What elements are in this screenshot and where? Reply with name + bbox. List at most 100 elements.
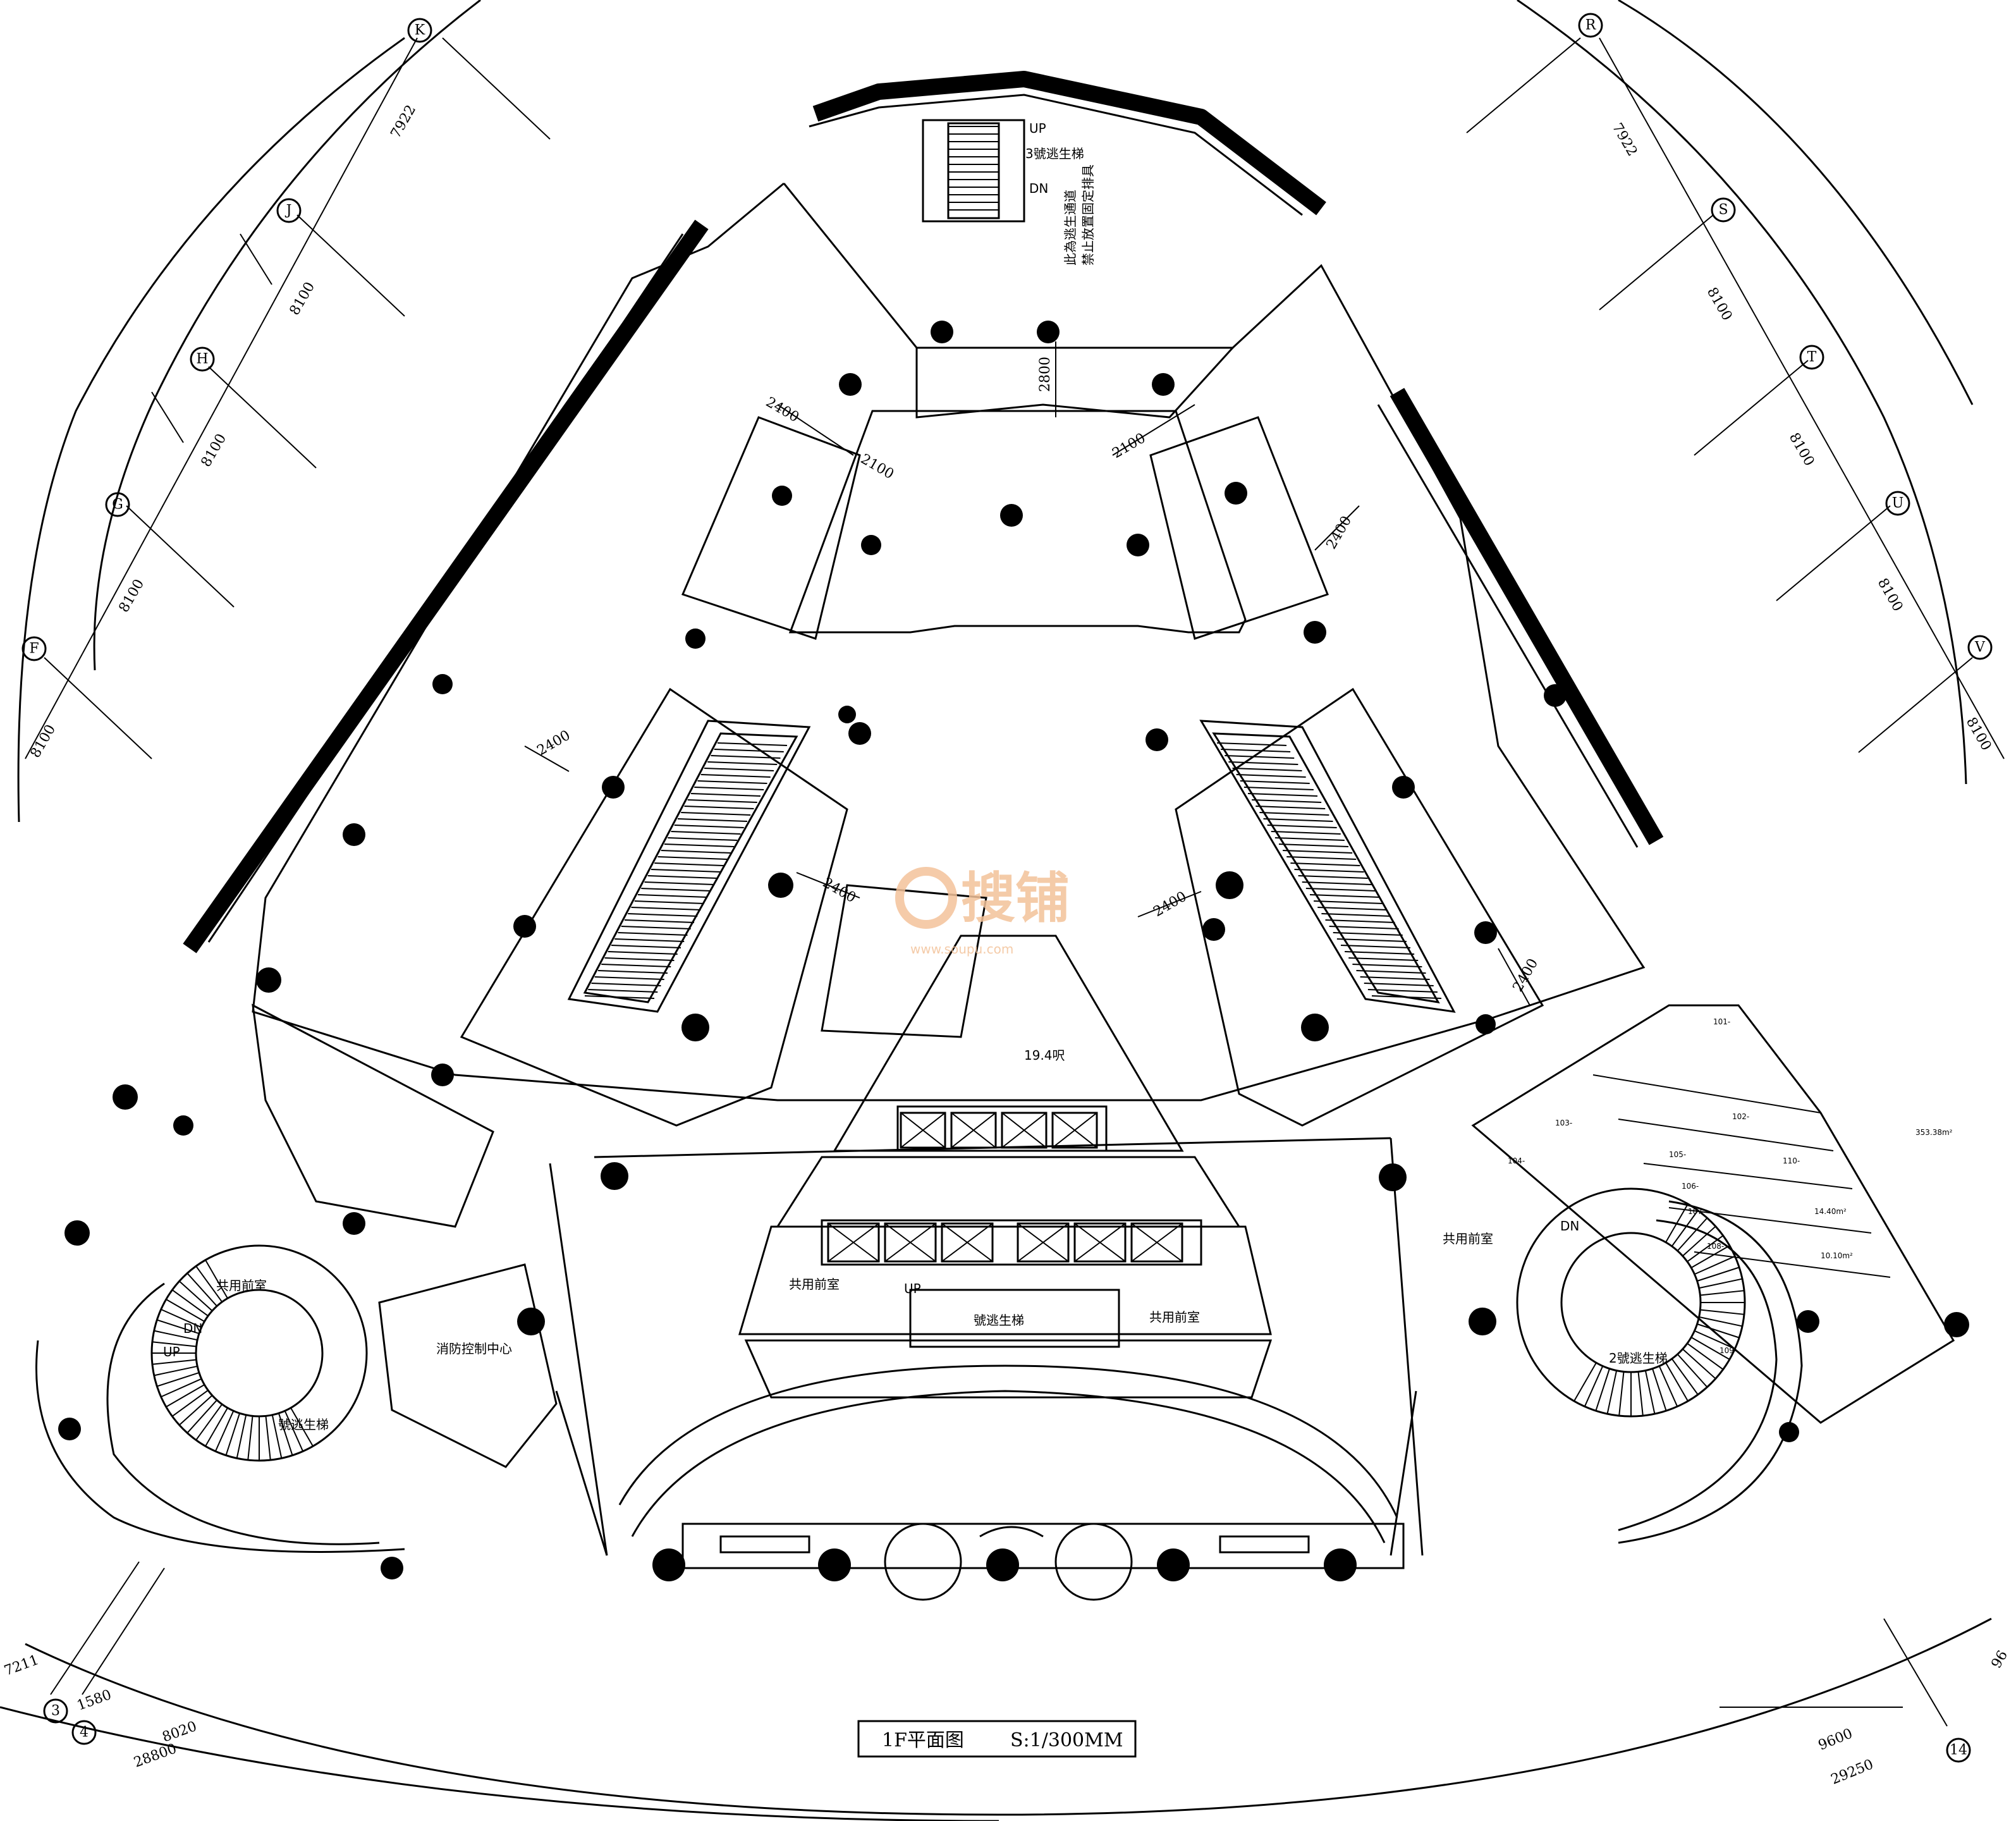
stair-tread	[166, 1299, 205, 1322]
escalator-step	[1271, 831, 1341, 835]
elevator-cell	[1130, 1222, 1183, 1263]
unit-9: 110-	[1783, 1156, 1800, 1165]
column-dot	[343, 823, 365, 846]
stair-tread	[236, 1414, 247, 1459]
axis-labels-left: K J H G F	[21, 18, 432, 661]
axis-labels-right: R S T U V	[1578, 13, 1993, 660]
unit-1: 102-	[1732, 1112, 1749, 1121]
stair-tread	[1699, 1278, 1743, 1289]
stair-tread	[1694, 1255, 1735, 1275]
escalator-step	[1286, 856, 1357, 860]
escalator-step	[1325, 919, 1395, 923]
exterior-walls	[183, 71, 1664, 953]
escalator-step	[664, 843, 735, 847]
escalator-step	[1283, 850, 1353, 854]
escalator-step	[717, 742, 788, 746]
column-dot	[838, 706, 856, 723]
escalator-step	[1259, 812, 1329, 816]
escalator-step	[1314, 900, 1384, 904]
stair3-label: 3號逃生梯	[1025, 146, 1084, 161]
column-dot	[58, 1418, 81, 1440]
escalator-step	[687, 799, 757, 803]
dim-inner-3: 2400	[1324, 513, 1355, 552]
stair-tread	[154, 1365, 198, 1376]
stair-center-up: UP	[904, 1281, 921, 1296]
column-dot	[173, 1115, 193, 1136]
escalator-step	[697, 780, 767, 784]
column-dot	[1127, 534, 1149, 556]
stair-tread	[166, 1384, 205, 1407]
escalator-step	[1298, 875, 1368, 879]
axis-t-label: T	[1807, 350, 1817, 365]
dim-left-4: 8100	[28, 722, 59, 761]
dim-bottom-right-2: 96	[1989, 1648, 2012, 1671]
column-dot	[601, 1162, 628, 1190]
column-dot	[1304, 621, 1326, 644]
column-dot	[432, 674, 453, 694]
escalator-step	[1345, 951, 1415, 955]
stair-tread	[195, 1404, 223, 1441]
escalator-step	[594, 976, 664, 980]
column-dot	[1469, 1308, 1496, 1335]
column-dot	[431, 1064, 454, 1086]
escalator-step	[1267, 825, 1337, 828]
escalator-step	[1317, 907, 1388, 910]
escalator-step	[700, 774, 771, 778]
escalator-step	[1263, 818, 1333, 822]
escalator-step	[707, 761, 778, 765]
stair-tread	[1637, 1371, 1644, 1416]
escalator-step	[1367, 989, 1438, 993]
escalator-step	[588, 989, 658, 993]
stair-tread	[1690, 1245, 1730, 1268]
escalator-step	[1321, 913, 1391, 917]
escalator-step	[601, 964, 671, 967]
stair-tread	[1677, 1354, 1708, 1388]
axis-k-label: K	[415, 23, 425, 39]
escalator-step	[1302, 881, 1372, 885]
notice-line2: 禁止放置固定排具	[1080, 164, 1096, 266]
column-dot	[681, 1014, 709, 1041]
stair-tread	[1644, 1370, 1656, 1414]
stair-tread	[154, 1330, 198, 1341]
escalator-step	[661, 850, 731, 854]
title-block: 1F平面图 S:1/300MM	[857, 1720, 1137, 1758]
elevator-cell	[941, 1222, 994, 1263]
axis-3-label: 3	[51, 1703, 60, 1719]
escalator-step	[591, 983, 661, 986]
column-dot	[772, 486, 792, 506]
unit-2: 103-	[1555, 1119, 1572, 1127]
column-dot	[1797, 1310, 1819, 1333]
unit-labels: 101- 102- 103- 104- 105- 106- 107- 108- …	[1508, 1017, 1953, 1355]
stair-tread	[205, 1407, 228, 1447]
escalator-step	[614, 938, 685, 942]
column-dot	[848, 722, 871, 745]
escalator-step	[1348, 957, 1419, 961]
escalator-step	[1364, 983, 1434, 986]
room-labels: 3號逃生梯 UP DN 此為逃生通道 禁止放置固定排具 19.4呎 共用前室 共…	[163, 121, 1668, 1432]
column-dot	[1324, 1548, 1357, 1581]
atrium-label: 19.4呎	[1024, 1048, 1065, 1063]
stair-tread	[205, 1260, 228, 1299]
column-dot	[1544, 684, 1567, 707]
column-dot	[861, 535, 881, 555]
dim-inner-7: 2400	[1510, 956, 1542, 995]
column-dot	[1779, 1422, 1799, 1442]
escalator-step	[1294, 869, 1364, 873]
stair-tread	[161, 1378, 202, 1398]
stair-tread	[1700, 1309, 1745, 1315]
dim-inner-1: 2100	[858, 451, 896, 483]
axis-grid-right	[1466, 37, 2005, 759]
axis-v-label: V	[1974, 640, 1986, 656]
unit-6: 107-	[1688, 1207, 1705, 1216]
elevator-cell	[1017, 1222, 1070, 1263]
lobby-right-label: 共用前室	[1443, 1231, 1493, 1246]
stair-tread	[178, 1280, 213, 1311]
stair-tread	[178, 1395, 213, 1426]
stair-tread	[1665, 1203, 1689, 1243]
escalator-step	[631, 907, 701, 910]
dim-bottom-right-0: 9600	[1816, 1726, 1855, 1753]
column-dot	[513, 915, 536, 938]
stair-tread	[247, 1416, 254, 1461]
stair-3	[922, 119, 1025, 223]
